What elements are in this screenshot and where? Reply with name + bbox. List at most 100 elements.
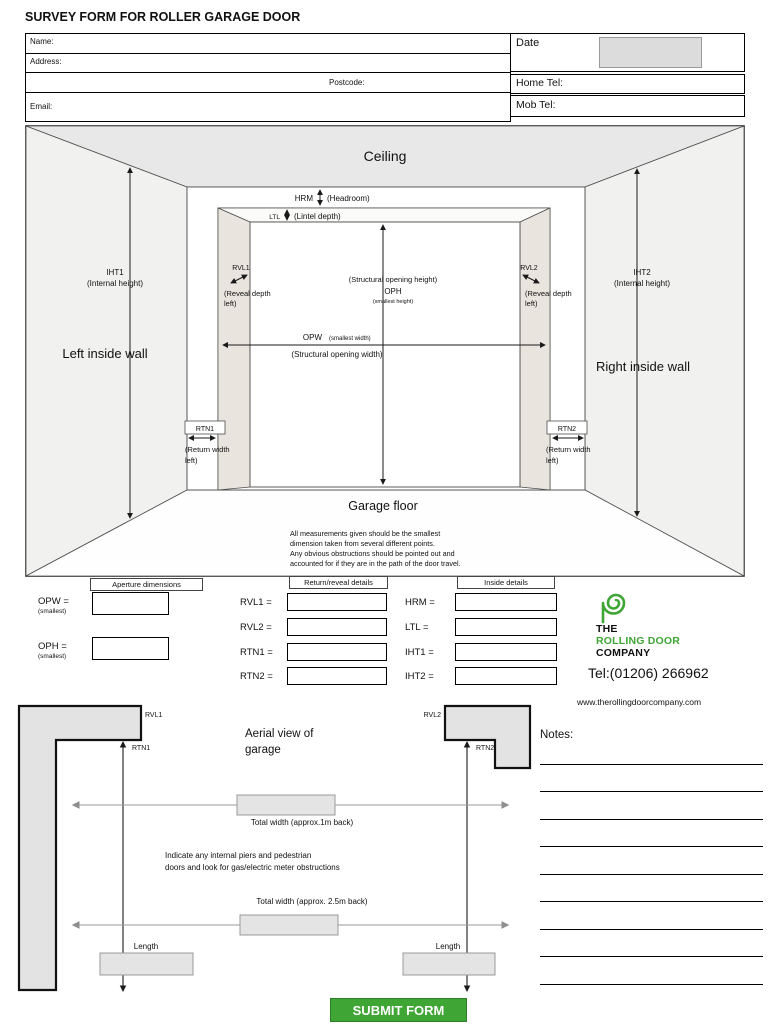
length-left-field[interactable] [99, 952, 194, 976]
rtn1-desc-1: (Return width [185, 445, 230, 454]
iht2-field[interactable] [455, 667, 557, 685]
rvl1-input-label: RVL1 = [240, 597, 272, 608]
name-label: Name: [30, 37, 54, 46]
company-name-line3: COMPANY [596, 647, 651, 659]
notes-line[interactable] [540, 929, 763, 930]
rtn1-label: RTN1 [196, 426, 214, 433]
aerial-rtn2-label: RTN2 [476, 745, 494, 752]
notes-line[interactable] [540, 984, 763, 985]
notes-line[interactable] [540, 874, 763, 875]
home-tel-label: Home Tel: [516, 77, 564, 89]
ltl-field[interactable] [455, 618, 557, 636]
hrm-label: HRM [295, 194, 314, 203]
iht1-field[interactable] [455, 643, 557, 661]
notes-label: Notes: [540, 729, 574, 741]
smallest-height-label: (smallest height) [373, 299, 414, 305]
rtn1-tag-box [184, 420, 226, 435]
notes-line[interactable] [540, 901, 763, 902]
iht1-label: IHT1 [106, 268, 124, 277]
rtn2-desc-1: (Return width [546, 445, 591, 454]
return-reveal-header: Return/reveal details [289, 576, 388, 589]
notes-line[interactable] [540, 956, 763, 957]
date-box: Date [510, 33, 745, 72]
left-wall-label: Left inside wall [62, 346, 147, 361]
headroom-label: (Headroom) [327, 194, 370, 203]
ltl-input-label: LTL = [405, 622, 429, 633]
notes-line[interactable] [540, 791, 763, 792]
aerial-view-diagram: RVL1 RVL2 RTN1 RTN2 Aerial view of garag… [17, 704, 532, 992]
garage-floor-label: Garage floor [348, 499, 417, 513]
aperture-dimensions-header: Aperture dimensions [90, 578, 203, 591]
diagram-note-line-1: All measurements given should be the sma… [290, 529, 440, 538]
structural-opening-height-label: (Structural opening height) [349, 275, 438, 284]
company-phone: Tel:(01206) 266962 [588, 665, 709, 681]
postcode-label: Postcode: [329, 78, 365, 87]
rvl2-field[interactable] [287, 618, 387, 636]
name-field[interactable]: Name: [26, 34, 510, 53]
garage-interior-diagram: Ceiling HRM (Headroom) LTL (Lintel depth… [25, 125, 745, 577]
submit-form-button[interactable]: SUBMIT FORM [330, 998, 467, 1022]
email-field[interactable]: Email: [26, 92, 510, 120]
opw-label: OPW [303, 333, 323, 342]
aerial-rvl2-label: RVL2 [424, 712, 441, 719]
rtn1-input-label: RTN1 = [240, 647, 273, 658]
company-website: www.therollingdoorcompany.com [577, 697, 702, 707]
length-right-label: Length [436, 942, 460, 951]
length-left-label: Length [134, 942, 158, 951]
email-label: Email: [30, 102, 53, 111]
right-wall-label: Right inside wall [596, 359, 690, 374]
rvl2-input-label: RVL2 = [240, 622, 272, 633]
rtn1-field[interactable] [287, 643, 387, 661]
ltl-label: LTL [269, 214, 280, 221]
total-width-1m-field[interactable] [236, 794, 336, 816]
iht1-input-label: IHT1 = [405, 647, 434, 658]
structural-opening-width-label: (Structural opening width) [291, 350, 382, 359]
aerial-rvl1-label: RVL1 [145, 712, 162, 719]
iht2-desc: (Internal height) [614, 279, 670, 288]
opw-field[interactable] [92, 592, 169, 615]
rtn2-tag-box [546, 420, 588, 435]
oph-smallest-note: (smallest) [38, 653, 67, 660]
rvl2-label: RVL2 [520, 265, 537, 272]
notes-line[interactable] [540, 819, 763, 820]
iht2-input-label: IHT2 = [405, 671, 434, 682]
page-title: SURVEY FORM FOR ROLLER GARAGE DOOR [25, 10, 301, 24]
iht2-label: IHT2 [633, 268, 651, 277]
aerial-rtn1-label: RTN1 [132, 745, 150, 752]
notes-line[interactable] [540, 846, 763, 847]
rvl1-arrow [230, 274, 248, 284]
rvl2-desc-2: left) [525, 299, 538, 308]
total-width-2-5m-field[interactable] [239, 914, 339, 936]
rtn2-label: RTN2 [558, 426, 576, 433]
address-field[interactable]: Address: [26, 53, 510, 72]
rtn2-desc-2: left) [546, 456, 559, 465]
date-label: Date [516, 37, 540, 49]
rtn1-desc-2: left) [185, 456, 198, 465]
mob-tel-label: Mob Tel: [516, 99, 556, 111]
home-tel-box[interactable]: Home Tel: [510, 74, 745, 94]
rvl1-desc-2: left) [224, 299, 237, 308]
mob-tel-box[interactable]: Mob Tel: [510, 95, 745, 117]
diagram-note-line-4: accounted for if they are in the path of… [290, 559, 461, 568]
aerial-walls [17, 704, 532, 992]
aerial-instruction-line1: Indicate any internal piers and pedestri… [165, 851, 311, 860]
oph-field[interactable] [92, 637, 169, 660]
notes-line[interactable] [540, 764, 763, 765]
aerial-title-line1: Aerial view of [245, 728, 314, 740]
address-label: Address: [30, 57, 62, 66]
hrm-field[interactable] [455, 593, 557, 611]
iht1-desc: (Internal height) [87, 279, 143, 288]
rtn2-field[interactable] [287, 667, 387, 685]
rvl1-desc-1: (Reveal depth [224, 289, 271, 298]
length-right-field[interactable] [402, 952, 496, 976]
date-field[interactable] [599, 37, 702, 68]
company-name-line1: THE [596, 623, 618, 635]
rvl1-field[interactable] [287, 593, 387, 611]
postcode-field[interactable]: Postcode: [26, 72, 510, 92]
rolling-door-logo-icon [601, 593, 626, 624]
total-width-2-5m-label: Total width (approx. 2.5m back) [256, 897, 367, 906]
door-opening [217, 207, 551, 491]
diagram-note-line-2: dimension taken from several different p… [290, 539, 435, 548]
company-name-line2: ROLLING DOOR [596, 635, 681, 647]
